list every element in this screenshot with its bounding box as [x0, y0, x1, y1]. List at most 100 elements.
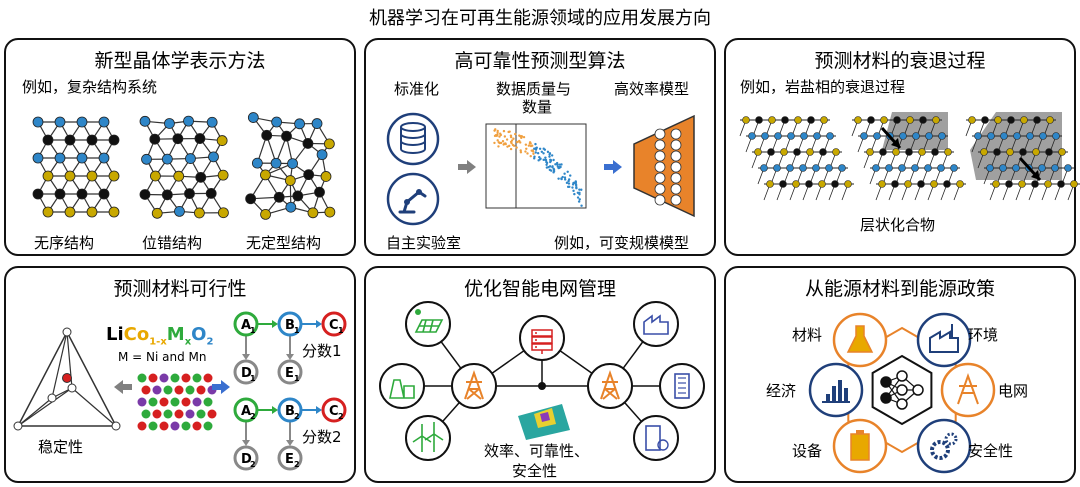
label-safety: 安全性	[968, 442, 1014, 460]
atom	[271, 116, 283, 128]
example-text: 例如，可变规模模型	[554, 234, 690, 252]
label-grid: 电网	[998, 382, 1029, 400]
robot-arm-icon	[386, 172, 440, 226]
graph-node	[321, 311, 347, 337]
atom	[42, 134, 54, 146]
atom	[303, 169, 315, 181]
caption-safety: 安全性	[512, 462, 558, 480]
tower-icon	[940, 362, 996, 418]
formula-m-sub: x	[184, 336, 192, 348]
atom	[307, 207, 319, 219]
atom	[245, 193, 257, 205]
atom	[98, 188, 110, 200]
atom	[108, 206, 120, 218]
label-dislocation: 位错结构	[142, 234, 203, 252]
atom	[287, 158, 298, 169]
atom	[285, 201, 297, 213]
svg-text:2: 2	[294, 412, 300, 421]
atom	[161, 153, 173, 165]
graph-node	[233, 445, 259, 471]
layered-structure-stage-2	[851, 112, 966, 201]
atom	[218, 207, 229, 219]
atom	[273, 191, 285, 203]
graph-node	[277, 397, 303, 423]
atom	[292, 190, 304, 202]
solar-icon	[405, 301, 451, 347]
svg-text:1: 1	[338, 326, 344, 335]
arrow-right-icon	[458, 160, 476, 174]
atom	[76, 188, 88, 200]
atom	[141, 153, 152, 165]
m-definition: M = Ni and Mn	[118, 350, 207, 364]
formula-m: M	[166, 324, 185, 345]
atom	[42, 206, 54, 218]
label-environment: 环境	[968, 326, 999, 344]
atom	[184, 188, 195, 200]
formula-co-sub: 1-x	[149, 336, 167, 348]
atom	[320, 171, 332, 182]
atom	[208, 151, 219, 163]
atom	[32, 116, 44, 128]
atom	[314, 186, 325, 198]
svg-text:2: 2	[338, 412, 344, 421]
atom	[174, 205, 185, 217]
atom	[183, 115, 194, 127]
example-text: 例如，复杂结构系统	[22, 78, 158, 96]
atom	[161, 189, 173, 201]
crystal-structure-model	[137, 373, 217, 431]
atom	[195, 171, 207, 183]
example-text: 例如，岩盐相的衰退过程	[740, 78, 906, 96]
lattice-disordered	[32, 116, 120, 218]
building-icon	[659, 363, 705, 409]
graph-node-label: E	[285, 366, 294, 381]
caption-efficiency: 效率、可靠性、	[484, 442, 590, 460]
panel-reliable-algorithms: 高可靠性预测型算法 标准化 数据质量与 数量 高效率模型 自主实验室 例如，可变…	[364, 38, 716, 256]
atom	[150, 170, 161, 182]
atom	[270, 157, 282, 169]
atom	[172, 133, 184, 145]
factory-icon	[633, 301, 679, 347]
arrow-right-icon	[604, 160, 622, 174]
office-icon	[633, 415, 679, 461]
atom	[86, 170, 98, 182]
atom	[139, 189, 151, 200]
chemical-formula: LiCo1-xMxO2	[106, 324, 213, 348]
atom	[185, 153, 196, 164]
smart-grid-network	[379, 301, 705, 461]
atom	[32, 188, 44, 200]
atom	[54, 116, 66, 128]
panel-material-degradation: 预测材料的衰退过程 例如，岩盐相的衰退过程 层状化合物	[724, 38, 1080, 256]
svg-text:1: 1	[250, 374, 256, 383]
tower-icon	[451, 363, 497, 409]
label-fraction-2: 分数2	[302, 428, 342, 446]
atom	[260, 209, 271, 220]
atom	[302, 138, 314, 149]
graph-node	[277, 311, 303, 337]
layered-structure-stage-3	[965, 112, 1080, 201]
atom	[323, 138, 335, 150]
graph-node-label: B	[285, 318, 295, 333]
atom	[151, 207, 163, 219]
arrow-right-icon	[212, 380, 230, 394]
atom	[311, 118, 323, 129]
atom	[193, 207, 205, 219]
atom	[32, 152, 44, 164]
panel-smart-grid: 优化智能电网管理 效率、可靠性、 安全性	[364, 266, 716, 483]
graph-node	[233, 359, 259, 385]
atom	[294, 118, 305, 130]
graph-node-label: A	[241, 404, 251, 419]
atom	[164, 118, 175, 129]
graph-node	[233, 311, 259, 337]
graph-node	[233, 397, 259, 423]
graph-node-label: E	[285, 452, 294, 467]
atom	[284, 175, 296, 186]
formula-o: O	[191, 324, 207, 345]
svg-text:2: 2	[294, 460, 300, 469]
graph-node-label: C	[329, 404, 339, 419]
formula-li: Li	[106, 324, 124, 345]
data-scatter-plot	[485, 123, 587, 209]
atom	[173, 170, 185, 182]
neural-network-model-icon	[633, 114, 695, 218]
